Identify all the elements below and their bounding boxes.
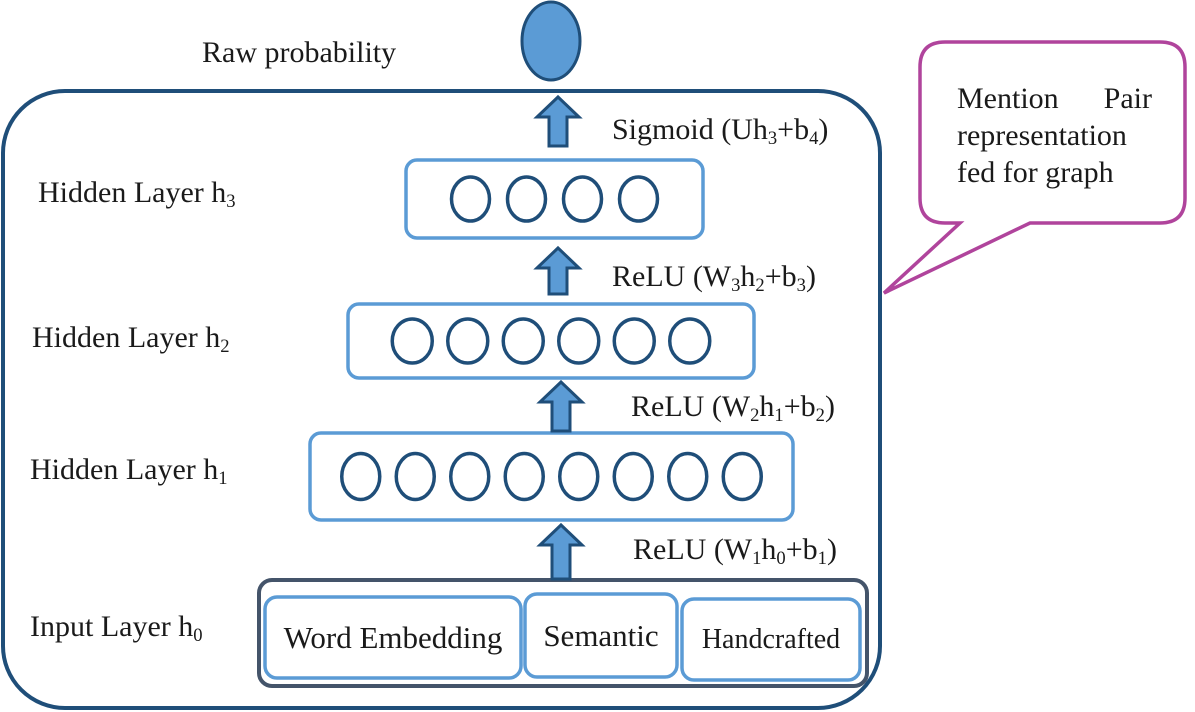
- feature-word-embedding: Word Embedding: [283, 619, 503, 655]
- feature-box-word-embedding: [263, 595, 523, 680]
- callout-word: Mention: [957, 82, 1059, 115]
- callout-line-2: representation: [957, 119, 1127, 152]
- label-text: Hidden Layer h: [32, 321, 221, 354]
- formula-part: h: [761, 533, 777, 566]
- arrow-h0-to-h1-icon: [536, 522, 586, 581]
- formula-subscript: 1: [774, 405, 784, 427]
- callout-text: Mention Pair representation fed for graph: [957, 80, 1152, 191]
- hidden-layer-3-box: [404, 158, 705, 240]
- callout-line-3: fed for graph: [957, 156, 1114, 189]
- formula-subscript: 0: [776, 548, 786, 570]
- arrows-group: [533, 94, 586, 581]
- formula-subscript: 3: [731, 275, 741, 297]
- neuron-h2-2: [446, 317, 490, 365]
- label-text: Hidden Layer h: [38, 176, 227, 209]
- formula-part: ReLU (W: [612, 260, 732, 293]
- callout-line-1: Mention Pair: [957, 80, 1152, 117]
- label-subscript: 2: [220, 336, 230, 358]
- formula-part: ): [824, 390, 835, 423]
- relu2-formula: ReLU (W2h1+b2): [631, 390, 835, 426]
- hidden-layer-3-label: Hidden Layer h3: [38, 176, 236, 212]
- hidden-layer-1-label: Hidden Layer h1: [30, 453, 228, 489]
- neuron-h1-2: [394, 451, 436, 502]
- feature-box-semantic: [523, 592, 679, 679]
- formula-subscript: 2: [815, 405, 825, 427]
- model-container: [1, 89, 882, 710]
- neuron-h1-5: [558, 451, 600, 502]
- output-node: [520, 0, 582, 82]
- formula-part: h: [740, 260, 756, 293]
- label-subscript: 0: [193, 625, 203, 647]
- label-subscript: 1: [218, 468, 228, 490]
- neuron-h1-3: [449, 451, 491, 502]
- output-label: Raw probability: [202, 36, 397, 69]
- formula-part: +b: [764, 260, 797, 293]
- neuron-h1-4: [503, 451, 545, 502]
- neuron-h2-5: [612, 317, 656, 365]
- feature-box-handcrafted: [680, 597, 862, 682]
- formula-subscript: 2: [755, 275, 765, 297]
- formula-part: +b: [777, 113, 810, 146]
- input-layer-label: Input Layer h0: [30, 610, 203, 646]
- formula-subscript: 3: [767, 128, 778, 150]
- neuron-h2-1: [390, 317, 434, 365]
- formula-part: ): [826, 533, 837, 566]
- neuron-h2-6: [668, 317, 712, 365]
- formula-part: +b: [785, 533, 818, 566]
- hidden-layer-2-box: [346, 302, 756, 380]
- label-text: Hidden Layer h: [30, 453, 219, 486]
- arrow-h1-to-h2-icon: [536, 379, 586, 433]
- formula-part: ): [805, 260, 816, 293]
- formula-subscript: 1: [817, 548, 827, 570]
- neuron-h3-1: [449, 175, 492, 223]
- arrow-to-output-icon: [533, 94, 583, 148]
- neuron-h2-3: [501, 317, 545, 365]
- formula-part: ReLU (W: [631, 390, 751, 423]
- formula-subscript: 2: [750, 405, 760, 427]
- formula-subscript: 3: [796, 275, 806, 297]
- hidden-layer-2-label: Hidden Layer h2: [32, 321, 230, 357]
- callout-word: Pair: [1103, 82, 1152, 115]
- relu1-formula: ReLU (W1h0+b1): [633, 533, 837, 569]
- relu3-formula: ReLU (W3h2+b3): [612, 260, 816, 296]
- hidden-layer-1-box: [308, 431, 795, 522]
- neuron-h3-4: [617, 175, 660, 223]
- neuron-h1-8: [721, 451, 763, 502]
- arrow-h2-to-h3-icon: [533, 245, 583, 296]
- formula-part: h: [759, 390, 775, 423]
- callout-bubble: [882, 40, 1187, 295]
- feature-handcrafted: Handcrafted: [701, 623, 841, 655]
- sigmoid-formula: Sigmoid (Uh3+b4): [612, 113, 829, 149]
- label-text: Input Layer h: [30, 610, 194, 643]
- formula-part: Sigmoid (Uh: [612, 113, 768, 146]
- neurons-group: [340, 175, 763, 502]
- neuron-h1-1: [340, 451, 382, 502]
- formula-part: ReLU (W: [633, 533, 753, 566]
- neuron-h3-3: [561, 175, 604, 223]
- neuron-h1-6: [612, 451, 654, 502]
- label-subscript: 3: [226, 191, 236, 213]
- feature-semantic: Semantic: [543, 617, 659, 653]
- neuron-h3-2: [505, 175, 548, 223]
- neuron-h1-7: [667, 451, 709, 502]
- formula-subscript: 4: [809, 128, 819, 150]
- formula-subscript: 1: [752, 548, 762, 570]
- formula-part: ): [818, 113, 829, 146]
- formula-part: +b: [783, 390, 816, 423]
- neuron-h2-4: [557, 317, 601, 365]
